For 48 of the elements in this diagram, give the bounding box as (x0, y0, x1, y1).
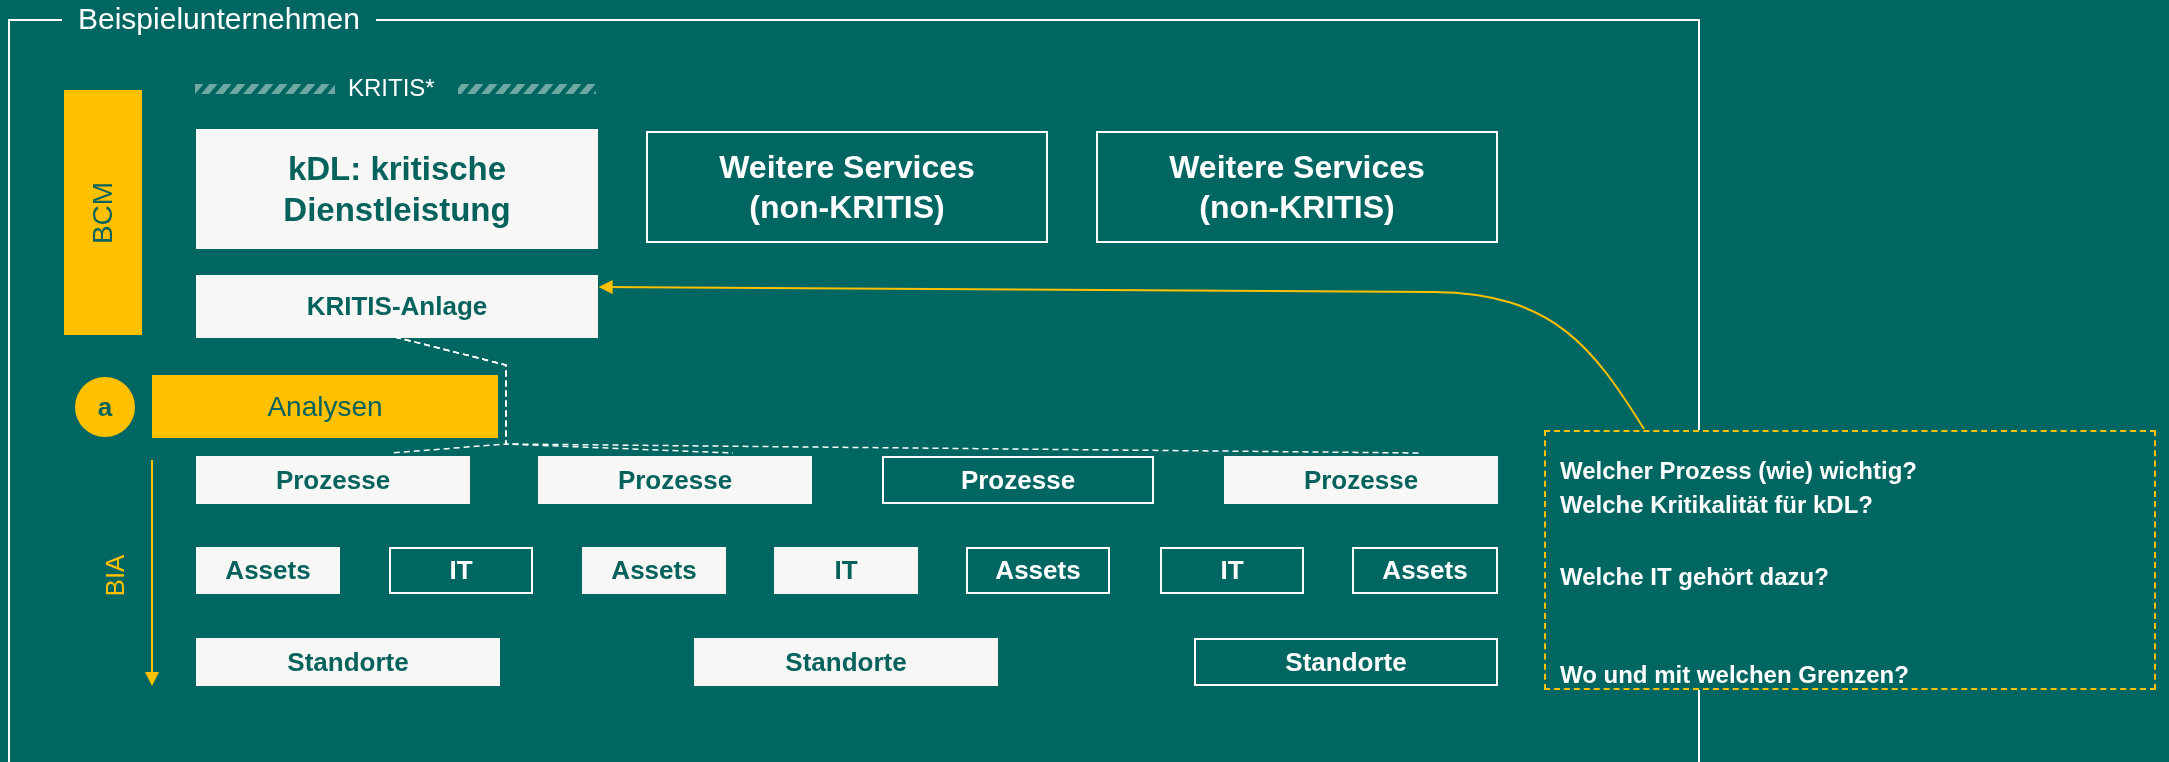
node-label: kDL: kritische Dienstleistung (282, 148, 512, 230)
node-label: BCM (86, 181, 119, 244)
outlined-box (646, 131, 1048, 243)
question-text: Welcher Prozess (wie) wichtig? Welche Kritikalität für kDL? (1560, 456, 1918, 520)
node-label: Assets (1382, 554, 1468, 587)
question-text: Welche IT gehört dazu? (1560, 562, 1830, 592)
outlined-box (882, 456, 1154, 504)
process-box (774, 547, 918, 594)
outlined-box (1160, 547, 1304, 594)
node-label: Standorte (785, 645, 907, 679)
node-label: Standorte (1285, 645, 1407, 679)
outlined-box (1352, 547, 1498, 594)
node-label: Weitere Services (non-KRITIS) (718, 148, 976, 227)
kritis-label: KRITIS* (348, 73, 435, 103)
process-box (1224, 456, 1498, 504)
question-box (1544, 430, 2156, 690)
process-box (196, 456, 470, 504)
question-text: Wo und mit welchen Grenzen? (1560, 660, 1910, 690)
node-label: Prozesse (275, 463, 391, 497)
node-label: Assets (995, 554, 1081, 587)
bcm-bar (64, 90, 142, 335)
process-box (196, 638, 500, 686)
outlined-box (1096, 131, 1498, 243)
process-box (538, 456, 812, 504)
arrow (598, 280, 1645, 430)
node-label: Prozesse (1303, 463, 1419, 497)
node-label: Assets (225, 554, 311, 587)
node-label: KRITIS-Anlage (306, 290, 488, 323)
process-box (694, 638, 998, 686)
analysis-bar (152, 375, 498, 438)
node-label: Weitere Services (non-KRITIS) (1168, 148, 1426, 227)
process-box (196, 129, 598, 249)
outlined-box (966, 547, 1110, 594)
process-box (582, 547, 726, 594)
node-label: Analysen (267, 389, 383, 424)
outlined-box (389, 547, 533, 594)
bia-label: BIA (99, 554, 132, 596)
node-label: Assets (611, 554, 697, 587)
node-label: IT (834, 554, 858, 587)
node-label: a (97, 390, 113, 424)
process-box (196, 275, 598, 338)
node-label: Prozesse (960, 463, 1076, 497)
process-box (196, 547, 340, 594)
outlined-box (1194, 638, 1498, 686)
node-label: IT (1220, 554, 1244, 587)
node-label: Prozesse (617, 463, 733, 497)
node-label: Standorte (287, 645, 409, 679)
node-label: IT (449, 554, 473, 587)
